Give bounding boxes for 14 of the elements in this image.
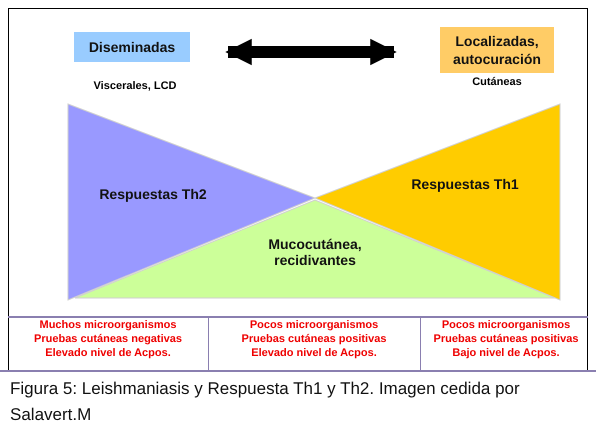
- table-cell-text: Muchos microorganismos Pruebas cutáneas negativas Elevado nivel de Acpos.: [33, 318, 183, 361]
- double-arrow: [225, 38, 397, 66]
- category-label: Localizadas, autocuración: [452, 32, 542, 68]
- category-box: [74, 32, 190, 62]
- response-label: Respuestas Th2: [98, 186, 208, 202]
- table-cell-text: Pocos microorganismos Pruebas cutáneas positivas Bajo nivel de Acpos.: [432, 318, 580, 361]
- note-text: Cutáneas: [471, 76, 523, 88]
- table-cell-text: Pocos microorganismos Pruebas cutáneas positivas Elevado nivel de Acpos.: [240, 318, 388, 361]
- caption-text: Figura 5: Leishmaniasis y Respuesta Th1 y Th2. Imagen cedida por Salavert.M: [10, 378, 521, 426]
- response-label: Mucocutánea, recidivantes: [267, 236, 363, 268]
- category-label: Diseminadas: [88, 38, 176, 56]
- response-label: Respuestas Th1: [410, 176, 520, 192]
- category-box: [440, 27, 554, 73]
- note-text: Viscerales, LCD: [92, 80, 178, 92]
